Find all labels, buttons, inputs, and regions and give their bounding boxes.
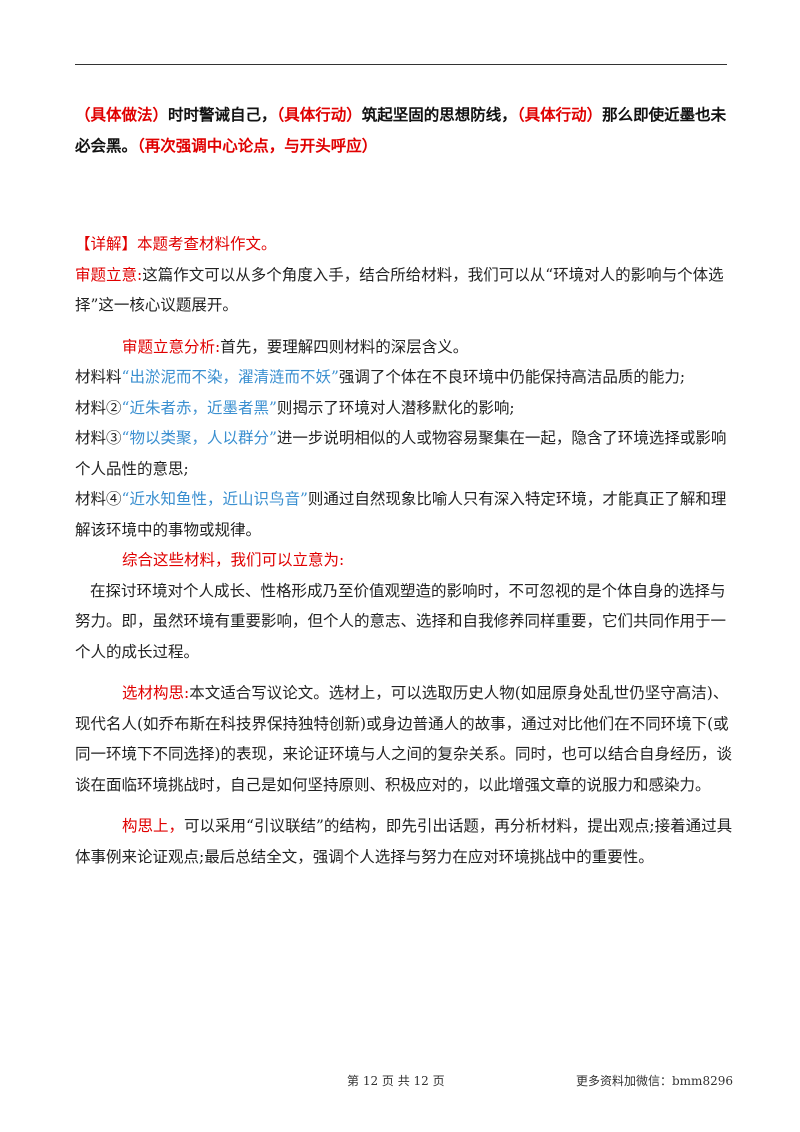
- material-text: 强调了个体在不良环境中仍能保持高洁品质的能力;: [338, 368, 686, 386]
- material-prefix: 材料料: [75, 368, 122, 386]
- material-prefix: 材料②: [75, 398, 122, 417]
- material-text: 进一步说明相似的人或物容易聚集在一起，隐含了环境选择或影响个人品性的意思;: [75, 429, 727, 478]
- answer-paragraph-ending: （具体做法）时时警诫自己，（具体行动）筑起坚固的思想防线，（具体行动）那么即使近…: [75, 100, 735, 162]
- detail-label: 【详解】: [75, 235, 138, 253]
- material-prefix: 材料③: [75, 429, 122, 447]
- annotation-concrete-action: （具体行动）: [276, 106, 362, 124]
- material-quote: “出淤泥而不染，濯清涟而不妖”: [121, 368, 339, 386]
- material-selection-label: 选材构思:: [122, 684, 190, 702]
- material-item: 材料④“近水知鱼性，近山识鸟音”则通过自然现象比喻人只有深入特定环境，才能真正了…: [75, 484, 735, 545]
- annotation-concrete-method: （具体做法）: [75, 106, 169, 124]
- page-number: 第 12 页 共 12 页: [347, 1074, 445, 1088]
- material-quote: “近水知鱼性，近山识鸟音”: [121, 490, 308, 508]
- material-item: 材料③“物以类聚，人以群分”进一步说明相似的人或物容易聚集在一起，隐含了环境选择…: [75, 423, 735, 484]
- analysis-line: 审题立意分析:首先，要理解四则材料的深层含义。: [75, 332, 735, 363]
- material-prefix: 材料④: [75, 490, 122, 508]
- material-quote: “近朱者赤，近墨者黑”: [121, 398, 277, 417]
- analysis-text: 首先，要理解四则材料的深层含义。: [220, 337, 469, 356]
- detail-text: 本题考查材料作文。: [137, 235, 277, 253]
- material-item: 材料②“近朱者赤，近墨者黑”则揭示了环境对人潜移默化的影响;: [75, 393, 735, 424]
- analysis-label: 审题立意分析:: [122, 337, 221, 356]
- annotation-concrete-action: （具体行动）: [516, 106, 603, 124]
- sentence-text: 时时警诫自己，: [168, 106, 277, 124]
- theme-paragraph: 审题立意:这篇作文可以从多个角度入手，结合所给材料，我们可以从“环境对人的影响与…: [75, 260, 735, 321]
- structure-label: 构思上，: [122, 817, 185, 835]
- explanation-section: 【详解】本题考查材料作文。 审题立意:这篇作文可以从多个角度入手，结合所给材料，…: [75, 229, 735, 872]
- theme-text: 这篇作文可以从多个角度入手，结合所给材料，我们可以从“环境对人的影响与个体选择”…: [75, 265, 724, 315]
- material-selection-text: 本文适合写议论文。选材上，可以选取历史人物(如屈原身处乱世仍坚守高洁)、现代名人…: [75, 684, 733, 794]
- theme-label: 审题立意:: [75, 265, 143, 284]
- thesis-paragraph: 在探讨环境对个人成长、性格形成乃至价值观塑造的影响时，不可忽视的是个体自身的选择…: [75, 581, 727, 661]
- contact-info: 更多资料加微信：bmm8296: [576, 1074, 733, 1088]
- sentence-text: 筑起坚固的思想防线，: [361, 106, 517, 124]
- sentence-text: 那么即使近墨也未必会黑。: [75, 106, 727, 155]
- material-item: 材料料“出淤泥而不染，濯清涟而不妖”强调了个体在不良环境中仍能保持高洁品质的能力…: [75, 362, 735, 393]
- header-rule: [75, 64, 727, 65]
- annotation-echo-thesis: （再次强调中心论点，与开头呼应）: [137, 137, 378, 155]
- detail-line: 【详解】本题考查材料作文。: [75, 229, 735, 260]
- material-text: 则通过自然现象比喻人只有深入特定环境，才能真正了解和理解该环境中的事物或规律。: [75, 490, 727, 539]
- material-selection-paragraph: 选材构思:本文适合写议论文。选材上，可以选取历史人物(如屈原身处乱世仍坚守高洁)…: [75, 678, 735, 800]
- material-text: 则揭示了环境对人潜移默化的影响;: [276, 398, 515, 417]
- structure-text: 可以采用“引议联结”的结构，即先引出话题，再分析材料，提出观点;接着通过具体事例…: [75, 817, 733, 866]
- synthesis-label: 综合这些材料，我们可以立意为:: [122, 551, 345, 569]
- structure-paragraph: 构思上，可以采用“引议联结”的结构，即先引出话题，再分析材料，提出观点;接着通过…: [75, 811, 735, 872]
- material-quote: “物以类聚，人以群分”: [121, 429, 277, 447]
